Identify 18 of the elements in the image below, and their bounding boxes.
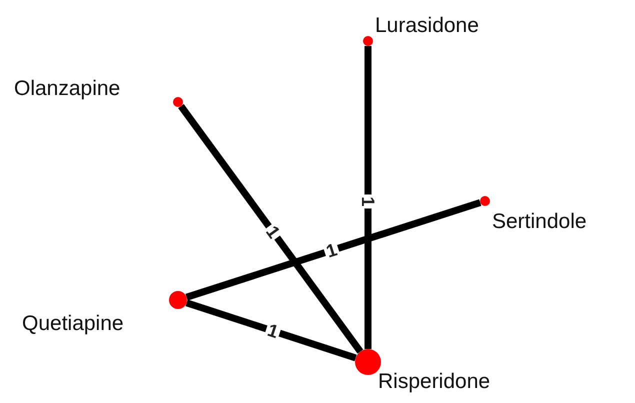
- node-dot: [173, 97, 183, 107]
- connector-line: [178, 104, 364, 354]
- node-dot: [363, 36, 373, 46]
- node-label: Risperidone: [378, 370, 490, 394]
- connector-line: [364, 46, 372, 349]
- edge-label: 1: [262, 222, 284, 242]
- edge-label: 1: [324, 239, 340, 262]
- node-dot: [355, 349, 381, 375]
- connector-line: [185, 199, 482, 301]
- node-label: Sertindole: [492, 210, 587, 234]
- node-dot: [480, 196, 490, 206]
- node-label: Quetiapine: [22, 312, 124, 336]
- edge-label: 1: [358, 196, 378, 206]
- edge-label: 1: [265, 320, 281, 342]
- node-label: Olanzapine: [14, 77, 120, 101]
- node-dot: [169, 291, 187, 309]
- connector-line: [185, 299, 357, 362]
- node-label: Lurasidone: [375, 14, 479, 38]
